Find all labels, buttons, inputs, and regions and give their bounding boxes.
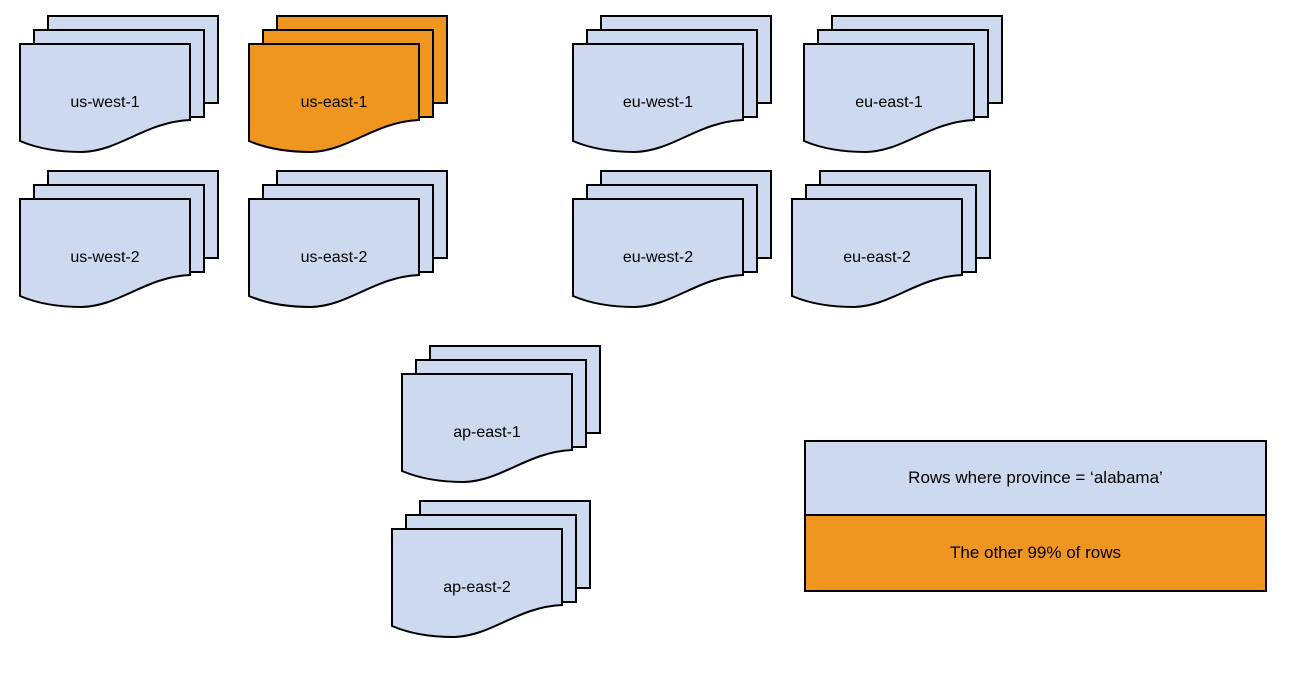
region-stack-us-east-1[interactable]: us-east-1 xyxy=(248,15,454,175)
document-stack-icon xyxy=(19,15,219,154)
stack-sheet-front xyxy=(803,43,975,154)
stack-sheet-front xyxy=(572,198,744,309)
document-stack-icon xyxy=(572,170,772,309)
legend-label-orange: The other 99% of rows xyxy=(949,543,1122,562)
legend-label-blue: Rows where province = ‘alabama’ xyxy=(908,468,1163,487)
stack-sheet-front xyxy=(401,373,573,484)
stack-sheet-front xyxy=(248,43,420,154)
document-stack-icon xyxy=(401,345,601,484)
region-stack-eu-west-2[interactable]: eu-west-2 xyxy=(572,170,778,330)
legend-row-orange: The other 99% of rows xyxy=(806,516,1265,590)
stack-sheet-front xyxy=(19,43,191,154)
stack-sheet-front xyxy=(19,198,191,309)
document-stack-icon xyxy=(791,170,991,309)
document-stack-icon xyxy=(572,15,772,154)
document-stack-icon xyxy=(248,170,448,309)
document-stack-icon xyxy=(803,15,1003,154)
region-stack-us-west-1[interactable]: us-west-1 xyxy=(19,15,225,175)
document-stack-icon xyxy=(19,170,219,309)
stack-sheet-front xyxy=(791,198,963,309)
region-stack-eu-east-2[interactable]: eu-east-2 xyxy=(791,170,997,330)
stack-sheet-front xyxy=(391,528,563,639)
stack-sheet-front xyxy=(572,43,744,154)
region-stack-us-west-2[interactable]: us-west-2 xyxy=(19,170,225,330)
region-stack-eu-east-1[interactable]: eu-east-1 xyxy=(803,15,1009,175)
region-stack-eu-west-1[interactable]: eu-west-1 xyxy=(572,15,778,175)
region-stack-ap-east-1[interactable]: ap-east-1 xyxy=(401,345,607,505)
legend-row-blue: Rows where province = ‘alabama’ xyxy=(806,442,1265,516)
region-stack-ap-east-2[interactable]: ap-east-2 xyxy=(391,500,597,660)
document-stack-icon xyxy=(391,500,591,639)
legend: Rows where province = ‘alabama’ The othe… xyxy=(804,440,1267,592)
region-stack-us-east-2[interactable]: us-east-2 xyxy=(248,170,454,330)
document-stack-icon xyxy=(248,15,448,154)
stack-sheet-front xyxy=(248,198,420,309)
